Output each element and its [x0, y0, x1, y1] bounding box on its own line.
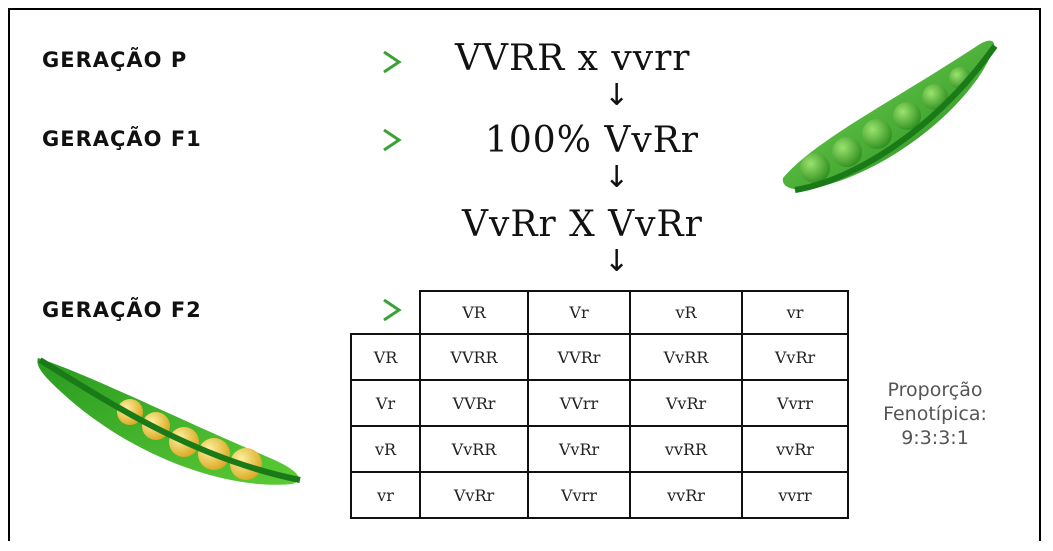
parental-cross: VVRR x vvrr — [455, 38, 691, 79]
genotype-cell: VVRr — [419, 379, 529, 427]
genotype-cell: vvrr — [741, 471, 849, 519]
generation-f1-label: GERAÇÃO F1 — [42, 127, 202, 151]
green-pea-pod-icon — [782, 40, 998, 193]
gamete-row-header: Vr — [350, 379, 421, 427]
genotype-cell: Vvrr — [527, 471, 631, 519]
empty-corner-cell — [351, 291, 421, 335]
phenotypic-ratio: Proporção Fenotípica: 9:3:3:1 — [860, 378, 1010, 450]
down-arrow-icon: ↓ — [604, 244, 630, 279]
genotype-cell: Vvrr — [741, 379, 849, 427]
gamete-header-row: VR Vr vR vr — [351, 290, 849, 335]
gamete-row-header: VR — [350, 333, 421, 381]
punnett-row: Vr VVRr VVrr VvRr Vvrr — [350, 379, 849, 427]
f1-result: 100% VvRr — [485, 120, 700, 161]
gamete-header-cell: vR — [629, 290, 743, 335]
generation-f2-label: GERAÇÃO F2 — [42, 298, 202, 322]
genotype-cell: VvRr — [741, 333, 849, 381]
green-arrow-icon — [274, 50, 402, 74]
f1-cross: VvRr X VvRr — [462, 204, 703, 245]
punnett-square: VR Vr vR vr VR VVRR VVRr VvRR VvRr Vr VV… — [350, 290, 849, 519]
punnett-row: vR VvRR VvRr vvRR vvRr — [350, 425, 849, 473]
genotype-cell: VvRR — [419, 425, 529, 473]
genotype-cell: VVRr — [527, 333, 631, 381]
genotype-cell: vvRr — [741, 425, 849, 473]
gamete-row-header: vR — [350, 425, 421, 473]
yellow-pea-pod-icon — [37, 357, 301, 485]
genotype-cell: VVRR — [419, 333, 529, 381]
genotype-cell: vvRr — [629, 471, 743, 519]
ratio-line-1: Proporção — [887, 379, 983, 401]
down-arrow-icon: ↓ — [604, 160, 630, 195]
genotype-cell: VvRr — [527, 425, 631, 473]
generation-p-label: GERAÇÃO P — [42, 48, 188, 72]
genotype-cell: VVrr — [527, 379, 631, 427]
genotype-cell: VvRr — [629, 379, 743, 427]
gamete-header-cell: VR — [419, 290, 529, 335]
genotype-cell: VvRR — [629, 333, 743, 381]
gamete-row-header: vr — [350, 471, 421, 519]
green-arrow-icon — [274, 128, 402, 152]
punnett-row: VR VVRR VVRr VvRR VvRr — [350, 333, 849, 381]
genotype-cell: VvRr — [419, 471, 529, 519]
punnett-row: vr VvRr Vvrr vvRr vvrr — [350, 471, 849, 519]
ratio-line-2: Fenotípica: — [883, 403, 987, 425]
gamete-header-cell: vr — [741, 290, 849, 335]
ratio-line-3: 9:3:3:1 — [901, 427, 969, 449]
gamete-header-cell: Vr — [527, 290, 631, 335]
genotype-cell: vvRR — [629, 425, 743, 473]
down-arrow-icon: ↓ — [604, 78, 630, 113]
